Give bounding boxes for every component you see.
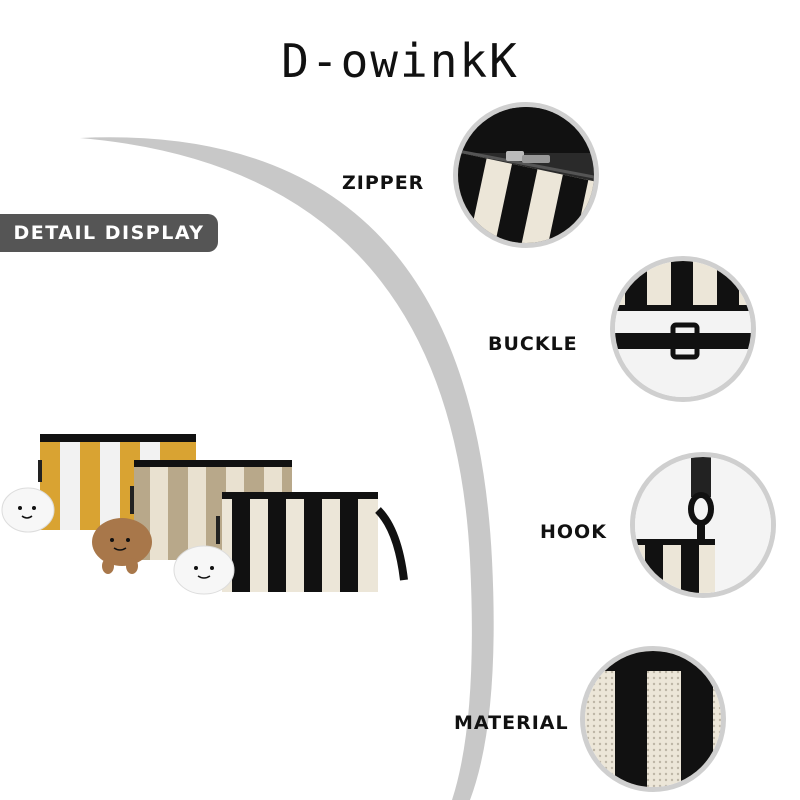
detail-label-zipper: ZIPPER (342, 172, 425, 194)
detail-label-material: MATERIAL (454, 712, 569, 734)
detail-label-buckle: BUCKLE (488, 333, 578, 355)
buckle-detail-icon (610, 256, 756, 402)
zipper-detail-icon (453, 102, 599, 248)
plush-charm-white-1 (1, 460, 55, 533)
plush-charm-white-2 (173, 516, 235, 595)
plush-charm-brown (92, 486, 152, 574)
material-detail-icon (580, 646, 726, 792)
product-bags-image (1, 434, 408, 595)
detail-display-badge: DETAIL DISPLAY (0, 214, 218, 252)
hook-detail-icon (630, 452, 776, 598)
bag-black (222, 492, 408, 592)
brand-title: D-owinkK (281, 34, 519, 88)
detail-label-hook: HOOK (540, 521, 607, 543)
